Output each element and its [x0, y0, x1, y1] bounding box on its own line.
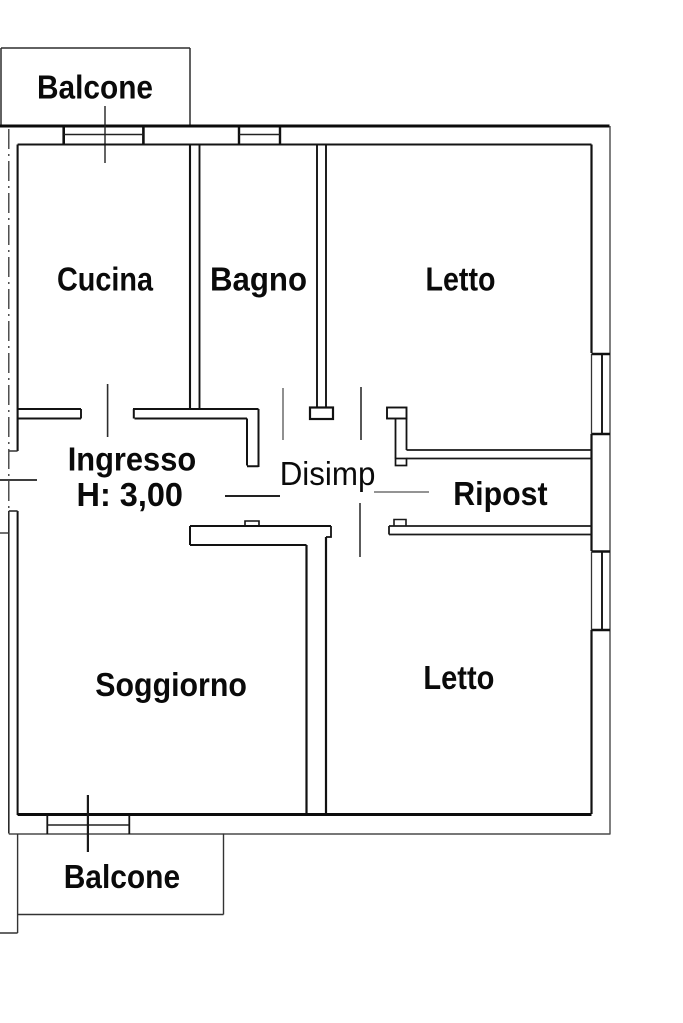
svg-text:Disimp: Disimp	[280, 455, 376, 492]
svg-text:Letto: Letto	[423, 659, 494, 696]
svg-text:Balcone: Balcone	[37, 69, 153, 106]
svg-text:Bagno: Bagno	[210, 260, 307, 297]
svg-text:Ripost: Ripost	[453, 475, 547, 512]
svg-text:Soggiorno: Soggiorno	[95, 666, 247, 703]
svg-text:Ingresso: Ingresso	[68, 441, 197, 478]
svg-text:Balcone: Balcone	[64, 858, 180, 895]
svg-text:H: 3,00: H: 3,00	[77, 476, 184, 513]
svg-text:Cucina: Cucina	[57, 260, 154, 297]
svg-text:Letto: Letto	[426, 260, 496, 297]
